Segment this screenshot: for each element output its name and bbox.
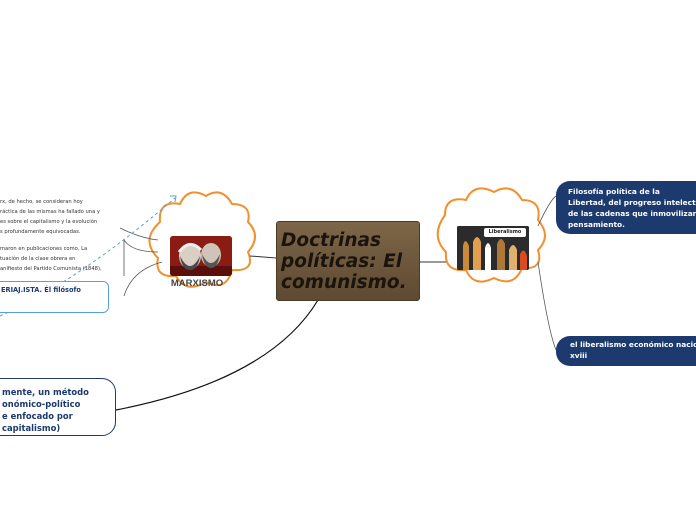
marxismo-note3-link (123, 261, 163, 297)
lib-top-line-2: Libertad, del progreso intelectua (568, 198, 696, 207)
liberalismo-top-link (537, 195, 557, 227)
dashed-arrow-head (170, 195, 177, 203)
note3-text: ERIAJ.ISTA. Él filósofo (1, 286, 81, 294)
liberalismo-bottom-link (537, 261, 557, 351)
note1-line-1: rx, de hecho, se consideran hoy (0, 199, 83, 205)
marxismo-image (170, 236, 232, 276)
dashed-relationship-link (0, 197, 176, 317)
central-title-line-2: políticas: El (281, 251, 403, 272)
bottom-left-line-3: e enfocado por (2, 411, 73, 421)
liberalismo-top-topic[interactable]: Filosofía política de la Libertad, del p… (556, 181, 696, 234)
marxismo-note-3[interactable]: ERIAJ.ISTA. Él filósofo (0, 281, 109, 313)
note1-line-4: s profundamente equivocadas. (0, 229, 81, 235)
bottom-left-line-2: onómico-político (2, 399, 81, 409)
central-title-line-1: Doctrinas (281, 230, 382, 251)
note1-line-3: es sobre el capitalismo y la evolución (0, 219, 98, 225)
marxismo-note-1[interactable]: rx, de hecho, se consideran hoy ráctica … (0, 198, 120, 238)
note2-line-3: anifiesto del Partido Comunista (1848), (0, 266, 102, 272)
central-bottomleft-link (115, 299, 319, 411)
note2-line-2: tuación de la clase obrera en (0, 256, 76, 262)
lib-top-line-3: de las cadenas que inmovilizan a (568, 209, 696, 218)
central-title-line-3: comunismo. (281, 272, 407, 293)
bottom-left-line-1: mente, un método (2, 387, 89, 397)
marxismo-label[interactable]: MARXISMO (170, 278, 224, 289)
lib-top-line-4: pensamiento. (568, 220, 625, 229)
central-topic[interactable]: Doctrinas políticas: El comunismo. (276, 221, 420, 301)
marx-engels-portrait-icon (170, 236, 232, 276)
liberalismo-bottom-topic[interactable]: el liberalismo económico nacido xviii (556, 336, 696, 366)
marxismo-note-2[interactable]: maron en publicaciones como, La tuación … (0, 245, 124, 277)
lib-bottom-line-1: el liberalismo económico nacido (570, 340, 696, 349)
lib-top-line-1: Filosofía política de la (568, 187, 660, 196)
note1-line-2: ráctica de las mismas ha fallado una y (0, 209, 100, 215)
bottom-left-topic[interactable]: mente, un método onómico-político e enfo… (0, 378, 116, 436)
liberalismo-image-label: Liberalismo (488, 229, 522, 235)
liberalismo-image-tag: Liberalismo (484, 228, 526, 237)
central-marxismo-link (249, 255, 277, 259)
marxismo-note1-link (119, 227, 159, 241)
lib-bottom-line-2: xviii (570, 351, 588, 360)
note2-line-1: maron en publicaciones como, La (0, 246, 88, 252)
bottom-left-line-4: capitalismo) (2, 423, 61, 433)
